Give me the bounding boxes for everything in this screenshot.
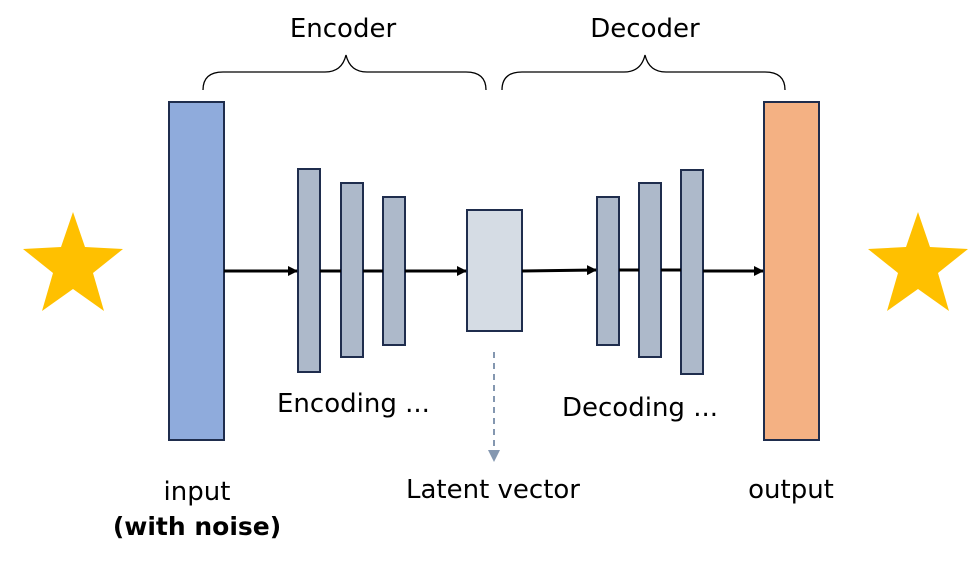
decoder-label: Decoder [590, 14, 700, 44]
encoder-brace [202, 54, 487, 91]
encoder-layer [297, 168, 321, 373]
latent-vector-label: Latent vector [406, 475, 580, 505]
encoder-layer [382, 196, 406, 346]
star-icon [868, 212, 968, 311]
output-layer [763, 101, 820, 441]
input-layer [168, 101, 225, 441]
encoder-label: Encoder [290, 14, 397, 44]
output-label: output [748, 475, 834, 505]
input-noise-label: (with noise) [113, 512, 281, 541]
latent-vector-block [466, 209, 523, 332]
decoder-layer [680, 169, 704, 375]
decoder-brace [501, 54, 786, 91]
decoder-layer [596, 196, 620, 346]
decoder-layer [638, 182, 662, 358]
input-label: input [164, 477, 231, 507]
star-icon [23, 212, 123, 311]
encoding-label: Encoding ... [277, 389, 430, 419]
encoder-layer [340, 182, 364, 358]
decoding-label: Decoding ... [562, 393, 718, 423]
flow-arrow [521, 265, 597, 276]
